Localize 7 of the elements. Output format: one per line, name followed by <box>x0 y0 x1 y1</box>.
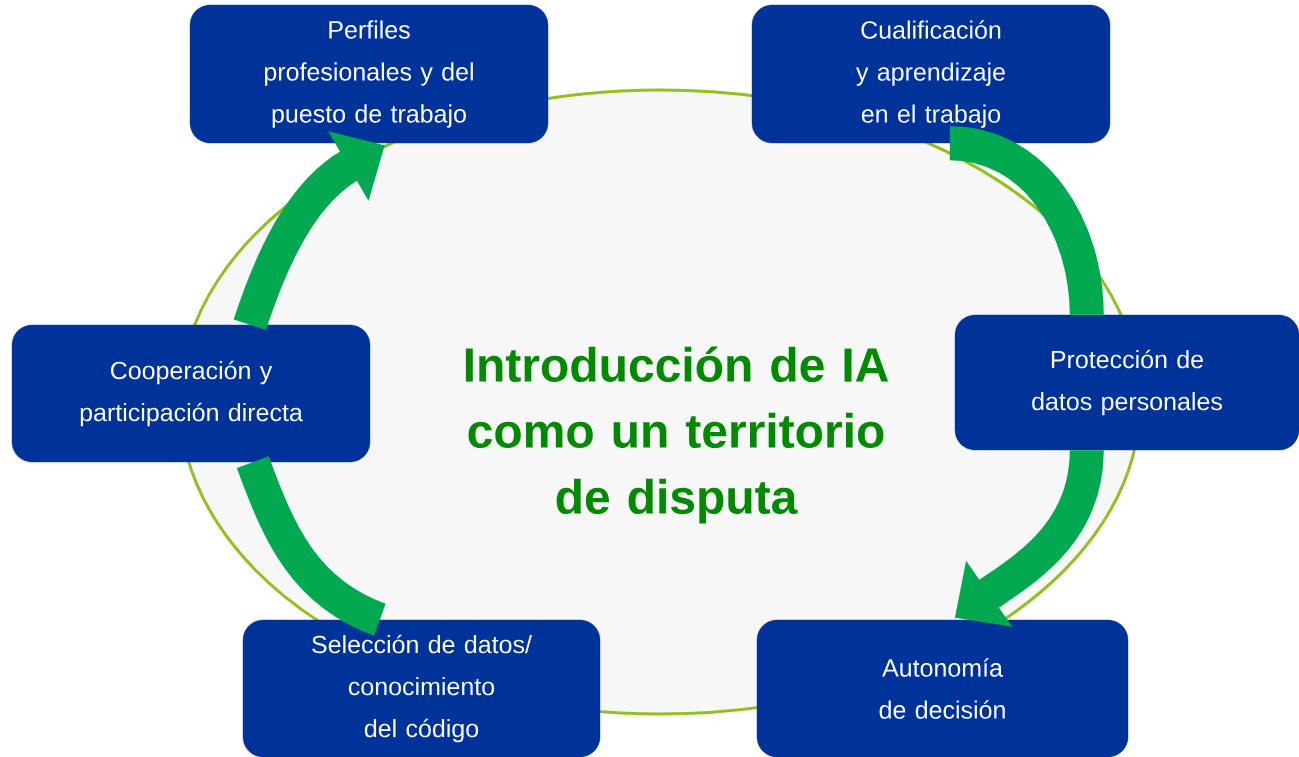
topic-box: Perfiles profesionales y del puesto de trabajo <box>189 4 549 144</box>
topic-box: Cooperación y participación directa <box>11 324 371 463</box>
topic-box: Selección de datos/ conocimiento del código <box>242 619 601 757</box>
topic-box: Cualificación y aprendizaje en el trabajo <box>751 4 1111 144</box>
center-title: Introducción de IA como un territorio de disputa <box>465 346 889 524</box>
topic-box: Protección de datos personales <box>954 314 1299 451</box>
topic-box: Autonomía de decisión <box>756 619 1129 757</box>
